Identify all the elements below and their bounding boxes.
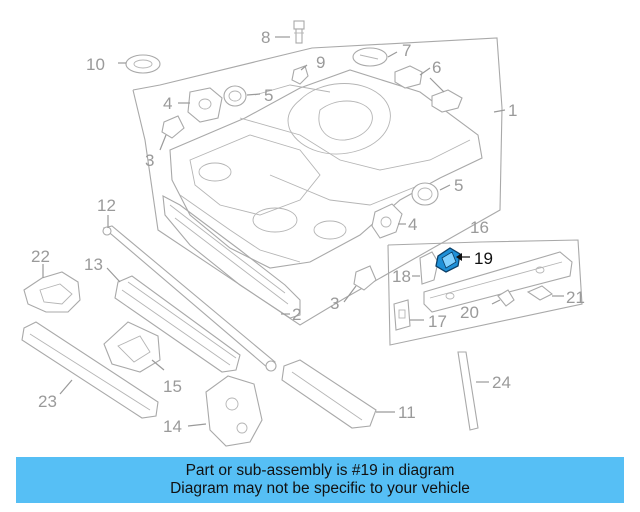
part-10-hole-cover <box>125 54 161 74</box>
callout-5-upper: 5 <box>264 86 273 105</box>
callout-9: 9 <box>316 53 325 72</box>
part-3-bracket-lower <box>353 265 377 291</box>
callout-17: 17 <box>428 312 447 331</box>
banner-line-2: Diagram may not be specific to your vehi… <box>170 480 470 497</box>
floor-pan-assembly <box>132 37 503 326</box>
callout-7: 7 <box>402 41 411 60</box>
part-5-plug-upper <box>223 85 247 107</box>
callout-20: 20 <box>460 303 479 322</box>
callout-21: 21 <box>566 288 585 307</box>
callout-11: 11 <box>398 403 416 422</box>
part-5-plug-lower <box>411 182 439 206</box>
part-15-bracket <box>103 321 161 373</box>
part-12-crossmember <box>102 225 277 372</box>
callout-23: 23 <box>38 392 57 411</box>
callout-6: 6 <box>432 58 441 77</box>
part-14-bracket <box>205 375 263 447</box>
part-7-plug <box>352 47 388 67</box>
part-8-plug <box>293 20 305 44</box>
banner-line-1: Part or sub-assembly is #19 in diagram <box>185 462 455 479</box>
leader-lines <box>42 36 564 427</box>
part-19-highlighted[interactable] <box>435 247 461 273</box>
callout-3-lower: 3 <box>330 294 339 313</box>
part-4-bracket-upper <box>187 87 223 123</box>
callout-3-upper: 3 <box>145 151 154 170</box>
callout-24: 24 <box>492 373 511 392</box>
info-banner: Part or sub-assembly is #19 in diagram D… <box>16 457 624 503</box>
callout-12: 12 <box>97 196 116 215</box>
callout-22: 22 <box>31 247 50 266</box>
part-11-rail <box>281 359 377 429</box>
callout-13: 13 <box>84 255 103 274</box>
callout-16: 16 <box>470 218 489 237</box>
callout-10: 10 <box>86 55 105 74</box>
callout-15: 15 <box>163 377 182 396</box>
callout-4-lower: 4 <box>408 215 417 234</box>
callout-4-upper: 4 <box>163 94 172 113</box>
callout-14: 14 <box>163 417 182 436</box>
part-3-bracket-upper <box>161 115 185 139</box>
sub-assembly-16-box <box>387 239 583 346</box>
callout-1: 1 <box>508 101 517 120</box>
part-23-rail <box>21 321 159 419</box>
callout-18: 18 <box>392 267 411 286</box>
part-6-bracket <box>394 65 463 113</box>
callout-19: 19 <box>474 249 493 268</box>
callout-2: 2 <box>292 305 301 324</box>
part-13-rail <box>114 275 241 373</box>
part-22-bracket <box>23 271 81 313</box>
callout-5-lower: 5 <box>454 176 463 195</box>
part-4-bracket-lower <box>371 203 403 239</box>
parts-diagram: 8 10 9 7 6 1 4 5 3 5 4 16 19 18 3 2 17 2… <box>21 20 585 447</box>
part-24-bar <box>457 351 479 431</box>
callout-8: 8 <box>261 28 270 47</box>
part-9-clip <box>291 65 309 85</box>
callout-labels: 8 10 9 7 6 1 4 5 3 5 4 16 19 18 3 2 17 2… <box>31 28 585 436</box>
